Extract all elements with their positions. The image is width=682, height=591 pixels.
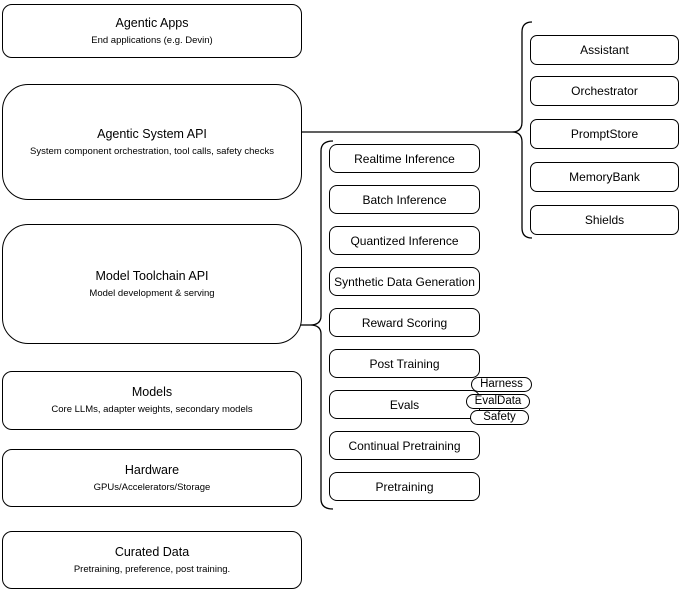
layer-subtitle: Core LLMs, adapter weights, secondary mo… xyxy=(51,404,253,415)
toolchain-item-pretraining: Pretraining xyxy=(329,472,480,501)
system-component-promptstore: PromptStore xyxy=(530,119,679,149)
layer-hardware: Hardware GPUs/Accelerators/Storage xyxy=(2,449,302,507)
toolchain-item-synthetic-data-generation: Synthetic Data Generation xyxy=(329,267,480,296)
toolchain-item-batch-inference: Batch Inference xyxy=(329,185,480,214)
brace-system-components xyxy=(511,21,533,239)
toolchain-item-reward-scoring: Reward Scoring xyxy=(329,308,480,337)
layer-subtitle: GPUs/Accelerators/Storage xyxy=(93,481,211,493)
toolchain-item-continual-pretraining: Continual Pretraining xyxy=(329,431,480,460)
layer-title: Models xyxy=(131,385,173,399)
evals-tag-harness: Harness xyxy=(471,377,532,392)
layer-model-toolchain-api: Model Toolchain API Model development & … xyxy=(2,224,302,344)
layer-title: Hardware xyxy=(124,462,180,477)
system-component-orchestrator: Orchestrator xyxy=(530,76,679,106)
layer-curated-data: Curated Data Pretraining, preference, po… xyxy=(2,531,302,589)
layer-subtitle: End applications (e.g. Devin) xyxy=(91,34,213,46)
layer-title: Agentic System API xyxy=(97,126,207,141)
layer-title: Agentic Apps xyxy=(115,15,189,30)
layer-agentic-system-api: Agentic System API System component orch… xyxy=(2,84,302,200)
layer-subtitle: System component orchestration, tool cal… xyxy=(30,145,274,157)
system-component-memorybank: MemoryBank xyxy=(530,162,679,192)
layer-title: Curated Data xyxy=(114,544,190,559)
toolchain-item-evals: Evals xyxy=(329,390,480,419)
system-component-assistant: Assistant xyxy=(530,35,679,65)
layer-subtitle: Pretraining, preference, post training. xyxy=(73,563,231,575)
evals-tag-evaldata: EvalData xyxy=(466,394,530,409)
toolchain-item-post-training: Post Training xyxy=(329,349,480,378)
toolchain-item-realtime-inference: Realtime Inference xyxy=(329,144,480,173)
evals-tag-safety: Safety xyxy=(470,410,529,425)
layer-models: Models Core LLMs, adapter weights, secon… xyxy=(2,371,302,430)
layer-title: Model Toolchain API xyxy=(95,268,209,283)
layer-agentic-apps: Agentic Apps End applications (e.g. Devi… xyxy=(2,4,302,58)
toolchain-item-quantized-inference: Quantized Inference xyxy=(329,226,480,255)
layer-subtitle: Model development & serving xyxy=(89,287,215,299)
system-component-shields: Shields xyxy=(530,205,679,235)
